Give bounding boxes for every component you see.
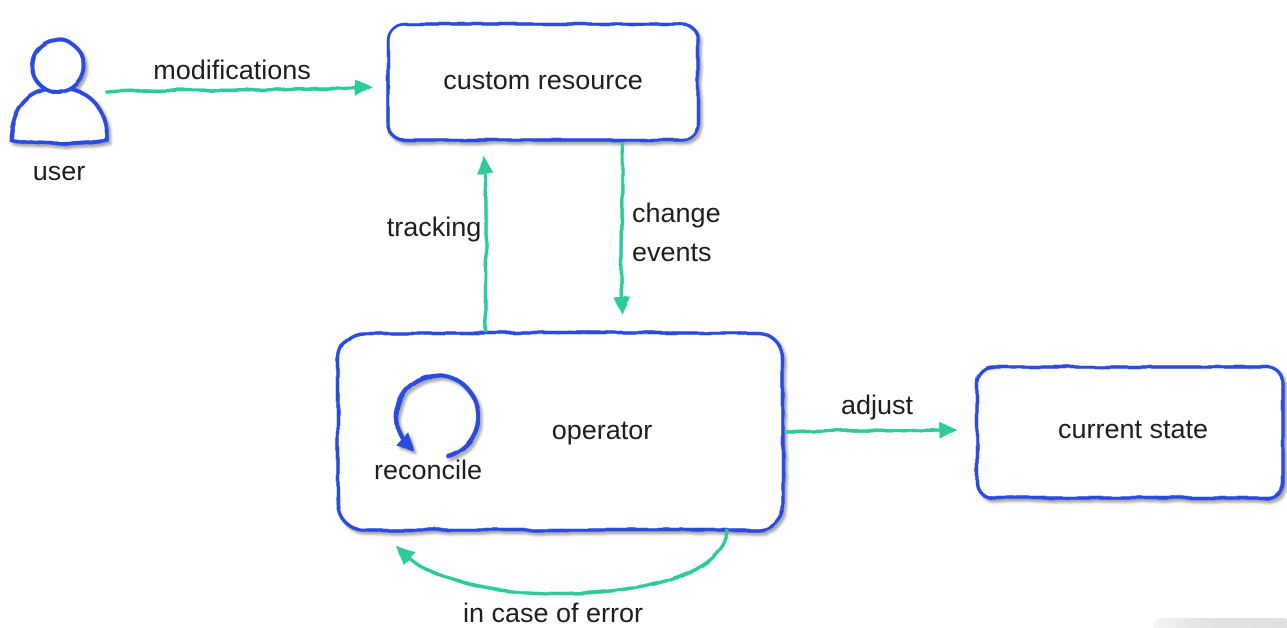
change-events-arrow xyxy=(613,141,631,315)
tracking-edge-label: tracking xyxy=(386,211,482,242)
person-body xyxy=(9,86,109,146)
change-events-edge-label: change events xyxy=(632,198,721,267)
current-state-label: current state xyxy=(1057,413,1209,444)
adjust-edge-label: adjust xyxy=(840,389,914,420)
custom-resource-node xyxy=(386,22,700,142)
user-label: user xyxy=(32,155,86,186)
reconcile-label: reconcile xyxy=(373,454,483,485)
person-head xyxy=(30,38,86,94)
modifications-arrow xyxy=(105,79,373,97)
reconcile-loop-icon xyxy=(394,373,481,459)
operator-label: operator xyxy=(551,414,653,445)
operator-node xyxy=(336,331,785,532)
current-state-node xyxy=(975,365,1285,500)
corner-overlay xyxy=(1153,618,1287,628)
tracking-arrow xyxy=(476,156,494,333)
modifications-edge-label: modifications xyxy=(153,54,311,85)
person-icon xyxy=(9,38,109,146)
error-loop-edge-label: in case of error xyxy=(462,597,644,628)
custom-resource-label: custom resource xyxy=(443,64,643,95)
error-loop-arrow xyxy=(396,529,729,596)
adjust-arrow xyxy=(784,421,957,439)
